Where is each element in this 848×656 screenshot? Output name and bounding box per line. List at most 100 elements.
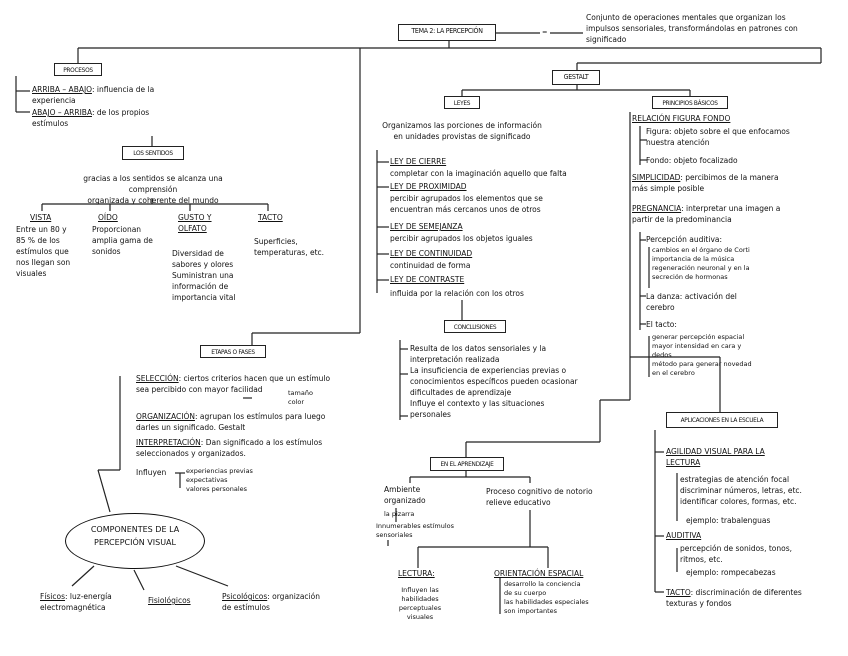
ley-proximidad-key: LEY DE PROXIMIDAD bbox=[390, 182, 467, 191]
agilidad-items: estrategias de atención focal discrimina… bbox=[680, 475, 802, 506]
abajo-text: : de los propios estímulos bbox=[32, 108, 150, 128]
arriba-text: : influencia de la experiencia bbox=[32, 85, 155, 105]
aplicaciones-box: APLICACIONES EN LA ESCUELA bbox=[666, 412, 778, 428]
pregnancia: PREGNANCIA: interpretar una imagen a par… bbox=[632, 203, 780, 225]
percepcion-auditiva: Percepción auditiva: bbox=[646, 235, 722, 244]
tacto-principio-items: generar percepción espacial mayor intens… bbox=[652, 333, 752, 377]
etapa-seleccion: SELECCIÓN: ciertos criterios hacen que u… bbox=[136, 373, 330, 395]
sentidos-label: LOS SENTIDOS bbox=[133, 149, 173, 157]
fondo-text: Fondo: objeto focalizado bbox=[646, 156, 738, 165]
psicologicos-text: : organización de estímulos bbox=[222, 592, 320, 612]
fisicos-text: : luz-energía electromagnética bbox=[40, 592, 112, 612]
simplicidad: SIMPLICIDAD: percibimos de la manera más… bbox=[632, 172, 779, 194]
leyes-label: LEYES bbox=[453, 99, 471, 107]
abajo-key: ABAJO – ARRIBA bbox=[32, 108, 92, 117]
conclusiones-items: Resulta de los datos sensoriales y la in… bbox=[410, 344, 578, 419]
principios-box: PRINCIPIOS BÁSICOS bbox=[652, 96, 728, 109]
simplicidad-text: : percibimos de la manera más simple pos… bbox=[632, 173, 779, 193]
title-box: TEMA 2: LA PERCEPCIÓN bbox=[398, 24, 496, 41]
tacto-escuela: TACTO: discriminación de diferentes text… bbox=[666, 587, 802, 609]
orientacion-text: desarrollo la conciencia de su cuerpo la… bbox=[504, 580, 589, 615]
ley-contraste-text: influida por la relación con los otros bbox=[390, 289, 524, 298]
principios-label: PRINCIPIOS BÁSICOS bbox=[662, 99, 718, 107]
tamano-color: tamaño color bbox=[288, 389, 313, 406]
lectura-title: LECTURA: bbox=[398, 569, 435, 578]
ambiente-text: Ambiente organizado bbox=[384, 485, 426, 505]
tacto-title: TACTO bbox=[258, 213, 283, 222]
oido-title: OÍDO bbox=[98, 213, 118, 222]
ley-semejanza-text: percibir agrupados los objetos iguales bbox=[390, 234, 533, 243]
auditiva-items: cambios en el órgano de Corti importanci… bbox=[652, 246, 750, 281]
conclusiones-label: CONCLUSIONES bbox=[453, 323, 497, 331]
vista-text: Entre un 80 y 85 % de los estímulos que … bbox=[16, 225, 71, 278]
gestalt-label: GESTALT bbox=[563, 73, 589, 81]
influyen-items: experiencias previas expectativas valore… bbox=[186, 467, 253, 493]
seleccion-key: SELECCIÓN bbox=[136, 374, 179, 383]
componentes-psicologicos: Psicológicos: organización de estímulos bbox=[222, 591, 320, 613]
ley-proximidad-text: percibir agrupados los elementos que se … bbox=[390, 194, 543, 214]
fisicos-key: Físicos bbox=[40, 592, 66, 601]
seleccion-text: : ciertos criterios hacen que un estímul… bbox=[136, 374, 331, 394]
tacto-text: Superficies, temperaturas, etc. bbox=[254, 237, 325, 257]
vista-title: VISTA bbox=[30, 213, 52, 222]
lectura-text: Influyen las habilidades perceptuales vi… bbox=[398, 586, 442, 621]
definition-text: Conjunto de operaciones mentales que org… bbox=[586, 13, 798, 44]
agilidad-ejemplo: ejemplo: trabalenguas bbox=[686, 516, 771, 525]
simplicidad-key: SIMPLICIDAD bbox=[632, 173, 681, 182]
proceso-text: Proceso cognitivo de notorio relieve edu… bbox=[486, 487, 593, 507]
sentidos-box: LOS SENTIDOS bbox=[122, 146, 184, 160]
ley-cierre-key: LEY DE CIERRE bbox=[390, 157, 447, 166]
etapa-organizacion: ORGANIZACIÓN: agrupan los estímulos para… bbox=[136, 411, 325, 433]
conclusiones-box: CONCLUSIONES bbox=[444, 320, 506, 333]
etapa-interpretacion: INTERPRETACIÓN: Dan significado a los es… bbox=[136, 437, 322, 459]
auditiva-items-escuela: percepción de sonidos, tonos, ritmos, et… bbox=[680, 544, 793, 564]
tacto-escuela-key: TACTO bbox=[666, 588, 691, 597]
ambiente-sub2: Innumerables estímulos sensoriales bbox=[376, 522, 455, 539]
ley-continuidad-key: LEY DE CONTINUIDAD bbox=[390, 249, 473, 258]
arriba-key: ARRIBA – ABAJO bbox=[32, 85, 92, 94]
leyes-intro: Organizamos las porciones de información… bbox=[382, 121, 542, 141]
pregnancia-key: PREGNANCIA bbox=[632, 204, 682, 213]
aprendizaje-label: EN EL APRENDIZAJE bbox=[440, 460, 494, 468]
interpretacion-text: : Dan significado a los estímulos selecc… bbox=[136, 438, 323, 458]
auditiva-title: AUDITIVA bbox=[666, 531, 702, 540]
procesos-label: PROCESOS bbox=[63, 66, 93, 74]
gestalt-box: GESTALT bbox=[552, 70, 600, 85]
figura-text: Figura: objeto sobre el que enfocamos nu… bbox=[646, 127, 790, 147]
oido-text: Proporcionan amplia gama de sonidos bbox=[92, 225, 153, 256]
agilidad-title: AGILIDAD VISUAL PARA LA LECTURA bbox=[666, 447, 765, 467]
aplicaciones-label: APLICACIONES EN LA ESCUELA bbox=[680, 416, 764, 424]
ley-semejanza-key: LEY DE SEMEJANZA bbox=[390, 222, 463, 231]
organizacion-text: : agrupan los estímulos para luego darle… bbox=[136, 412, 326, 432]
gusto-title: GUSTO Y OLFATO bbox=[178, 213, 212, 233]
interpretacion-key: INTERPRETACIÓN bbox=[136, 438, 201, 447]
sentidos-intro: gracias a los sentidos se alcanza una co… bbox=[83, 174, 223, 205]
psicologicos-key: Psicológicos bbox=[222, 592, 268, 601]
etapas-box: ETAPAS O FASES bbox=[200, 345, 266, 358]
ley-contraste-key: LEY DE CONTRASTE bbox=[390, 275, 465, 284]
aprendizaje-box: EN EL APRENDIZAJE bbox=[430, 457, 504, 471]
ley-continuidad-text: continuidad de forma bbox=[390, 261, 471, 270]
auditiva-ejemplo: ejemplo: rompecabezas bbox=[686, 568, 776, 577]
title: TEMA 2: LA PERCEPCIÓN bbox=[411, 27, 483, 35]
ambiente-sub1: la pizarra bbox=[384, 510, 415, 518]
procesos-arriba: ARRIBA – ABAJO: influencia de la experie… bbox=[32, 84, 154, 106]
componentes-fisiologicos: Fisiológicos bbox=[148, 596, 191, 605]
tacto-escuela-text: : discriminación de diferentes texturas … bbox=[666, 588, 802, 608]
componentes-label: COMPONENTES DE LA PERCEPCIÓN VISUAL bbox=[90, 525, 180, 547]
etapas-label: ETAPAS O FASES bbox=[211, 348, 255, 356]
orientacion-title: ORIENTACIÓN ESPACIAL bbox=[494, 569, 584, 578]
tacto-principio: El tacto: bbox=[646, 320, 677, 329]
organizacion-key: ORGANIZACIÓN bbox=[136, 412, 195, 421]
procesos-abajo: ABAJO – ARRIBA: de los propios estímulos bbox=[32, 107, 149, 129]
componentes-fisicos: Físicos: luz-energía electromagnética bbox=[40, 591, 112, 613]
pregnancia-text: : interpretar una imagen a partir de la … bbox=[632, 204, 781, 224]
relacion-key: RELACIÓN FIGURA FONDO bbox=[632, 114, 731, 123]
danza-text: La danza: activación del cerebro bbox=[646, 292, 737, 312]
influyen-label: Influyen bbox=[136, 468, 167, 477]
gusto-text: Diversidad de sabores y olores Suministr… bbox=[172, 249, 236, 302]
procesos-box: PROCESOS bbox=[54, 63, 102, 76]
ley-cierre-text: completar con la imaginación aquello que… bbox=[390, 169, 567, 178]
